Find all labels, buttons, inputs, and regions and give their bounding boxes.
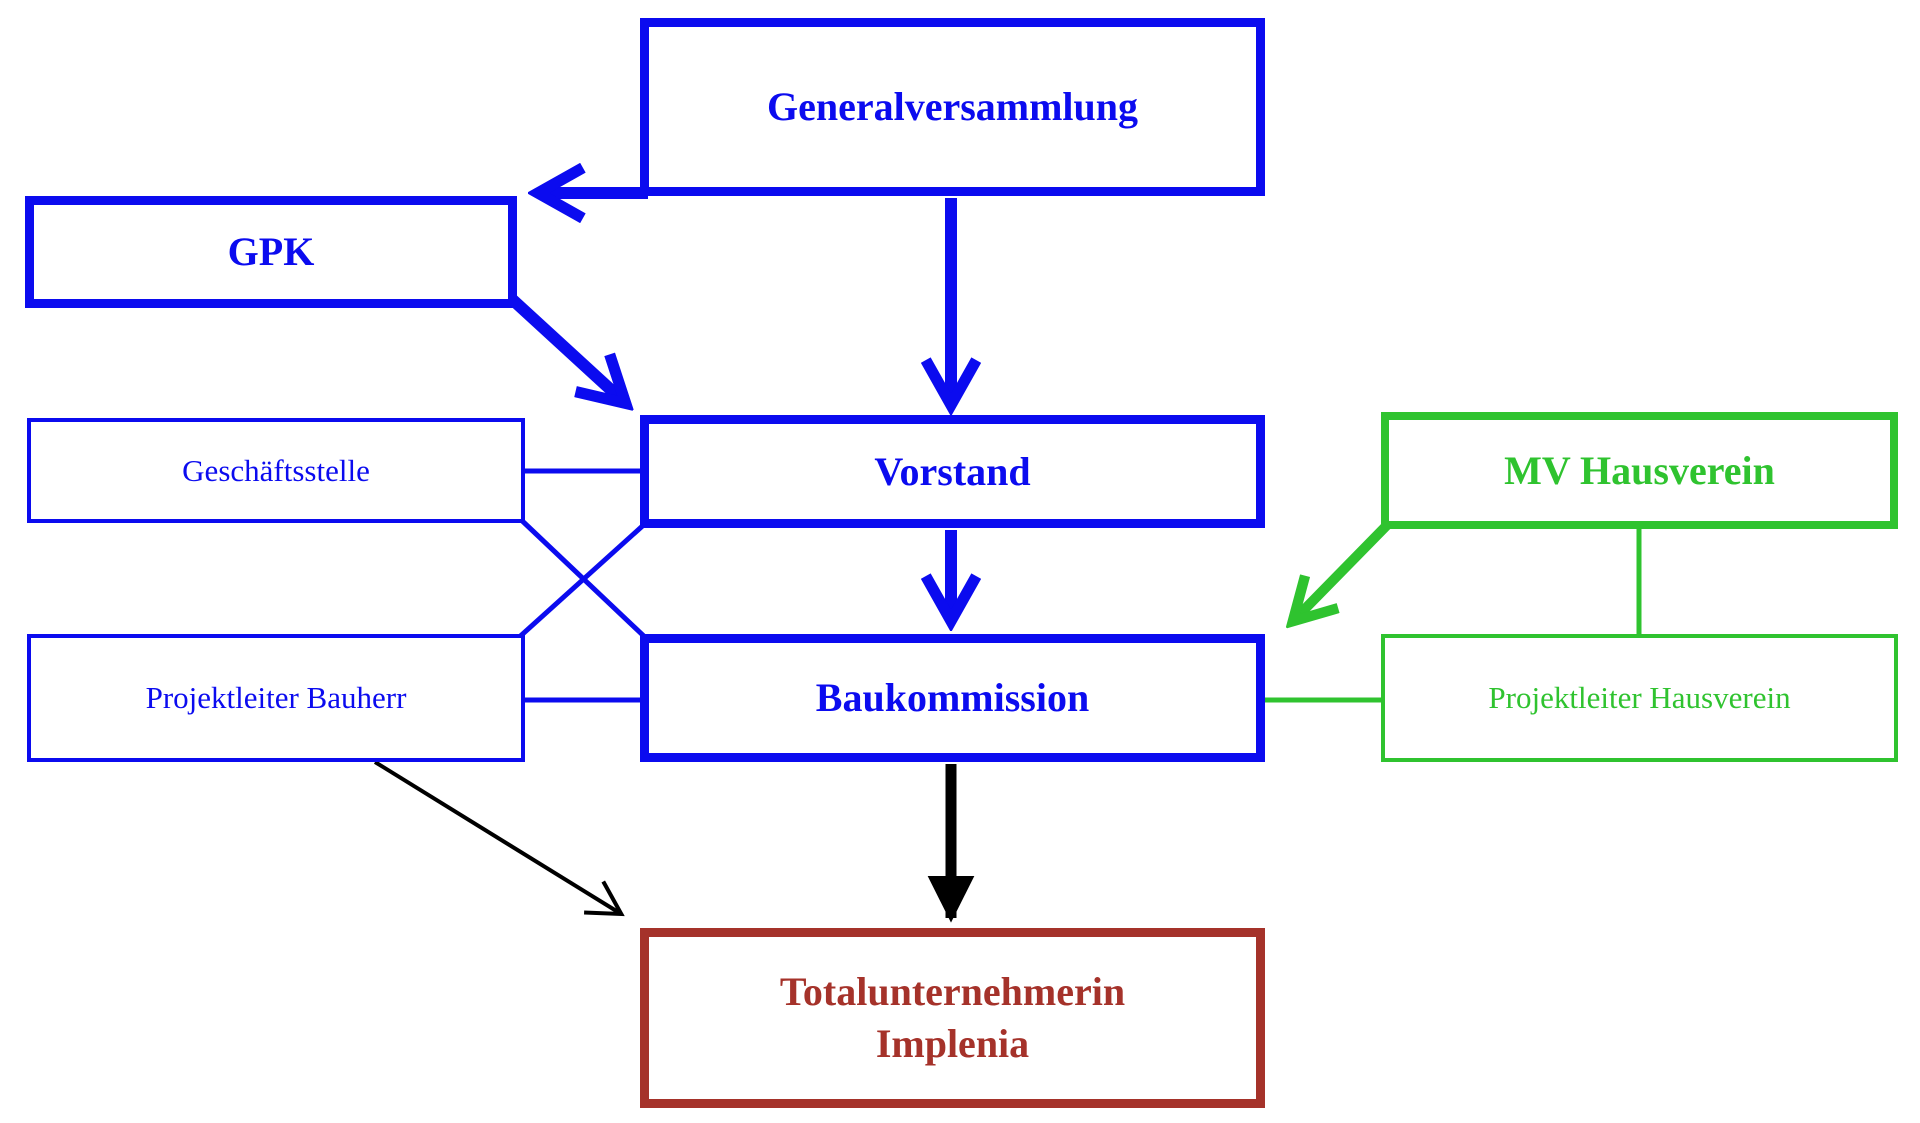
edge-projektleiter-bauherr-vorstand bbox=[514, 519, 650, 642]
node-geschaeftsstelle-label: Geschäftsstelle bbox=[182, 452, 370, 488]
node-totalunternehmerin-line1: Totalunternehmerin bbox=[779, 969, 1126, 1014]
node-projektleiter-hausverein: Projektleiter Hausverein bbox=[1381, 634, 1898, 762]
edge-projektleiter-bauherr-totalunternehmerin bbox=[373, 760, 625, 917]
edge-mv-hausverein-baukommission bbox=[1296, 514, 1398, 618]
edge-gpk-vorstand bbox=[497, 285, 622, 400]
node-generalversammlung-label: Generalversammlung bbox=[766, 84, 1139, 129]
node-totalunternehmerin-implenia: Totalunternehmerin Implenia bbox=[640, 928, 1265, 1108]
node-vorstand-label: Vorstand bbox=[874, 448, 1031, 494]
node-mv-hausverein-label: MV Hausverein bbox=[1504, 447, 1775, 493]
node-generalversammlung: Generalversammlung bbox=[640, 18, 1265, 196]
node-gpk: GPK bbox=[25, 196, 517, 308]
node-mv-hausverein: MV Hausverein bbox=[1381, 412, 1898, 529]
node-projektleiter-bauherr: Projektleiter Bauherr bbox=[27, 634, 525, 762]
node-baukommission: Baukommission bbox=[640, 634, 1265, 762]
node-geschaeftsstelle: Geschäftsstelle bbox=[27, 418, 525, 523]
node-gpk-label: GPK bbox=[227, 229, 315, 274]
node-projektleiter-bauherr-label: Projektleiter Bauherr bbox=[145, 680, 407, 716]
node-totalunternehmerin-line2: Implenia bbox=[875, 1021, 1030, 1066]
node-projektleiter-hausverein-label: Projektleiter Hausverein bbox=[1488, 680, 1791, 716]
node-baukommission-label: Baukommission bbox=[815, 675, 1090, 720]
node-vorstand: Vorstand bbox=[640, 415, 1265, 528]
